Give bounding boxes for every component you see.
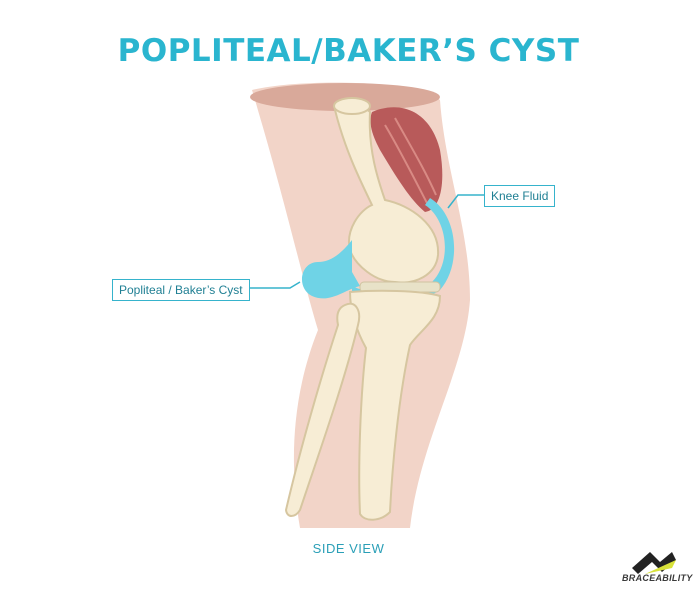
hamstring-muscle bbox=[370, 107, 443, 212]
femur-bone bbox=[333, 105, 440, 284]
fibula-bone bbox=[284, 302, 361, 517]
knee-fluid-label: Knee Fluid bbox=[484, 185, 556, 207]
tibia-bone bbox=[348, 289, 442, 521]
view-caption: SIDE VIEW bbox=[312, 541, 385, 556]
brand-logo-text: BRACEABILITY bbox=[622, 573, 693, 583]
diagram-title: POPLITEAL/BAKER’S CYST bbox=[117, 33, 580, 69]
knee-fluid-leader bbox=[447, 194, 486, 209]
bakers-cyst-label: Popliteal / Baker’s Cyst bbox=[112, 279, 250, 301]
bakers-cyst-leader bbox=[250, 281, 301, 289]
bakers-cyst bbox=[301, 240, 360, 299]
femur-head bbox=[333, 97, 371, 115]
thigh-cross-section bbox=[250, 83, 440, 111]
